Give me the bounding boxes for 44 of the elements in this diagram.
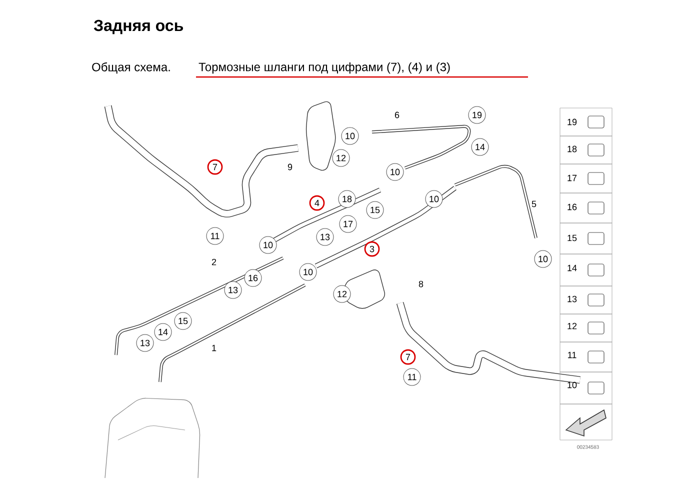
callout-number: 2 <box>212 258 216 266</box>
callout-number: 10 <box>299 263 317 281</box>
callout-number: 15 <box>174 312 192 330</box>
callout-number: 15 <box>366 201 384 219</box>
callout-number: 6 <box>394 112 400 118</box>
callout-number: 14 <box>154 323 172 341</box>
callout-number: 10 <box>341 127 359 145</box>
callout-number: 19 <box>468 106 486 124</box>
callout-number: 10 <box>568 382 577 388</box>
callout-number: 10 <box>534 250 552 268</box>
callout-number: 18 <box>568 146 577 152</box>
subtitle: Тормозные шланги под цифрами (7), (4) и (3) <box>198 62 450 74</box>
callout-number: 14 <box>568 264 577 272</box>
callout-number: 15 <box>568 234 577 242</box>
subtitle: Общая схема. <box>92 62 170 74</box>
callout-number: 12 <box>333 285 351 303</box>
callout-number: 7 <box>400 349 416 365</box>
callout-number: 19 <box>568 118 577 126</box>
callout-number: 4 <box>309 195 325 211</box>
callout-number: 18 <box>338 190 356 208</box>
callout-number: 13 <box>136 334 154 352</box>
callout-number: 16 <box>568 204 577 210</box>
callout-number: 11 <box>568 352 576 358</box>
callout-number: 13 <box>224 281 242 299</box>
callout-number: 10 <box>386 163 404 181</box>
callout-number: 1 <box>212 344 216 352</box>
callout-number: 11 <box>403 368 421 386</box>
callout-number: 11 <box>206 227 224 245</box>
callout-number: 7 <box>207 159 223 175</box>
callout-number: 10 <box>259 236 277 254</box>
callout-number: 17 <box>339 215 357 233</box>
callout-number: 12 <box>332 149 350 167</box>
callout-number: 14 <box>471 138 489 156</box>
callout-number: 5 <box>532 200 536 208</box>
callout-number: 12 <box>568 322 577 330</box>
callout-number: 16 <box>244 269 262 287</box>
callout-number: 17 <box>568 174 577 182</box>
callout-number: 3 <box>364 241 380 257</box>
callout-number: 8 <box>418 280 424 288</box>
callout-number: 13 <box>316 228 334 246</box>
callout-number: 13 <box>568 296 577 302</box>
title: Задняя ось <box>94 20 184 34</box>
callout-number: 9 <box>288 164 292 170</box>
callout-number: 10 <box>425 190 443 208</box>
